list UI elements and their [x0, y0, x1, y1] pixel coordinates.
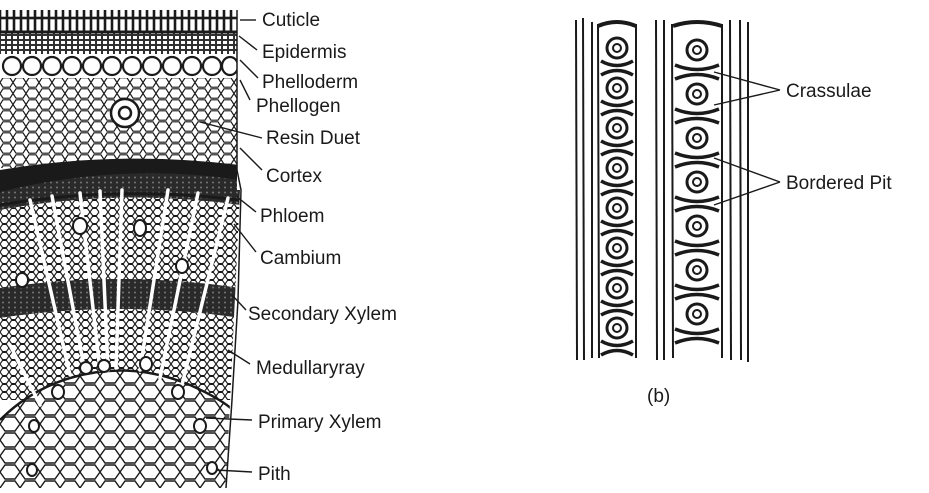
label-phellogen: Phellogen: [256, 96, 341, 117]
crassula: [601, 221, 633, 235]
crassula: [675, 197, 719, 211]
bordered-pit: [607, 158, 627, 178]
bordered-pit: [687, 304, 707, 324]
crassula: [601, 181, 633, 195]
epidermis-layer: [0, 32, 237, 54]
bordered-pit: [607, 238, 627, 258]
resin-duct: [111, 99, 139, 127]
pit-column-right: [675, 40, 719, 343]
bordered-pit: [687, 84, 707, 104]
crassula: [675, 329, 719, 343]
crassula: [675, 241, 719, 255]
crassula: [601, 141, 633, 155]
bordered-pit: [607, 118, 627, 138]
bordered-pit: [607, 38, 627, 58]
bordered-pit: [687, 172, 707, 192]
label-medullary-ray: Medullaryray: [256, 358, 365, 379]
cuticle-layer: [0, 10, 237, 32]
label-cambium: Cambium: [260, 248, 341, 269]
label-cuticle: Cuticle: [262, 10, 320, 31]
bordered-pit: [687, 128, 707, 148]
label-primary-xylem: Primary Xylem: [258, 412, 382, 433]
stem-section: [0, 10, 240, 488]
crassula: [675, 285, 719, 299]
labels-a: Cuticle Epidermis Phelloderm Phellogen R…: [248, 10, 397, 485]
crassula: [601, 61, 633, 75]
label-bordered-pit: Bordered Pit: [786, 173, 892, 194]
label-secondary-xylem: Secondary Xylem: [248, 304, 397, 325]
crassula: [675, 65, 719, 79]
label-phloem: Phloem: [260, 206, 324, 227]
bordered-pit: [607, 318, 627, 338]
label-cortex: Cortex: [266, 166, 322, 187]
label-crassulae: Crassulae: [786, 81, 872, 102]
crassula: [601, 341, 633, 355]
bordered-pit: [607, 198, 627, 218]
bordered-pit: [607, 78, 627, 98]
label-resin-duct: Resin Duet: [266, 128, 361, 149]
crassula: [601, 261, 633, 275]
figure-caption-b: (b): [647, 386, 670, 407]
label-phelloderm: Phelloderm: [262, 72, 358, 93]
crassula: [675, 109, 719, 123]
pit-column-left: [601, 38, 633, 355]
bordered-pit: [687, 260, 707, 280]
crassula: [601, 101, 633, 115]
tracheid-section: [576, 18, 748, 362]
crassula: [675, 153, 719, 167]
tracheid-walls: [576, 18, 748, 362]
label-pith: Pith: [258, 464, 291, 485]
bordered-pit: [687, 40, 707, 60]
bordered-pit: [687, 216, 707, 236]
label-epidermis: Epidermis: [262, 42, 346, 63]
bordered-pit: [607, 278, 627, 298]
crassula: [601, 301, 633, 315]
